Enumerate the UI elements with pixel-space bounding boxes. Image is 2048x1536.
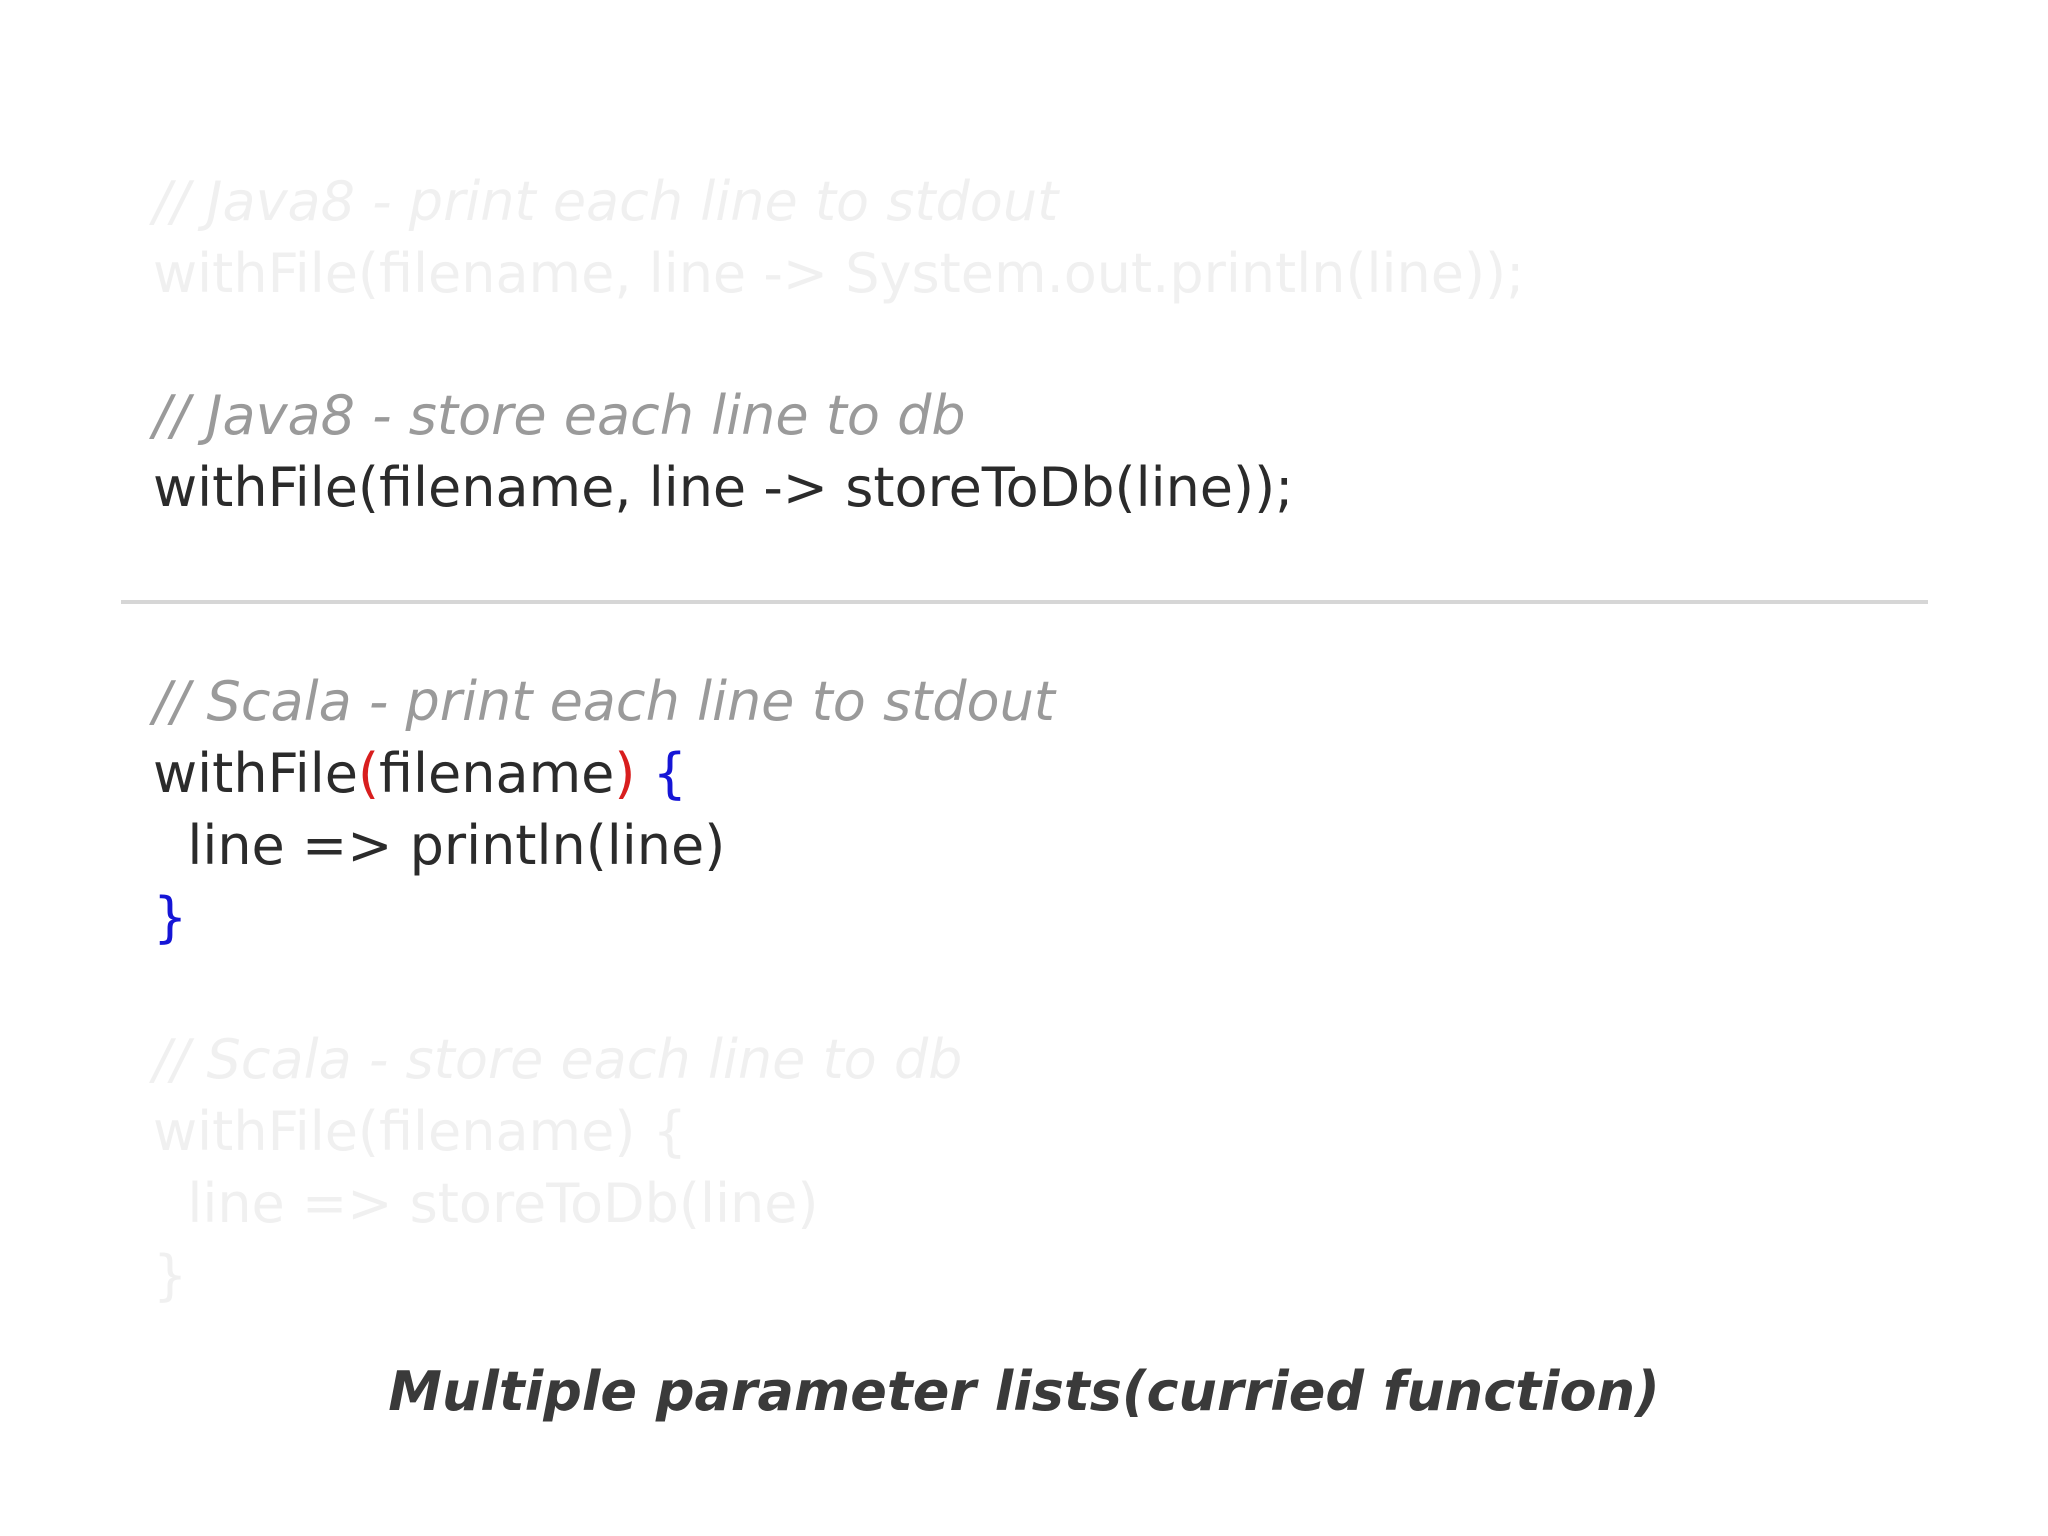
scala-print-line-1: withFile(filename) { bbox=[153, 738, 687, 810]
scala-print-comment: // Scala - print each line to stdout bbox=[153, 670, 1055, 733]
slide-caption: Multiple parameter lists(curried functio… bbox=[388, 1360, 1660, 1423]
scala-store-line-2: line => storeToDb(line) bbox=[153, 1172, 819, 1235]
argument: filename bbox=[379, 742, 615, 805]
scala-store-line-3: } bbox=[153, 1244, 188, 1307]
java-store-comment: // Java8 - store each line to db bbox=[153, 384, 966, 447]
java-print-code: withFile(filename, line -> System.out.pr… bbox=[153, 242, 1525, 305]
scala-store-comment: // Scala - store each line to db bbox=[153, 1028, 963, 1091]
scala-store-line-1: withFile(filename) { bbox=[153, 1100, 687, 1163]
space bbox=[635, 742, 652, 805]
function-name: withFile bbox=[153, 742, 358, 805]
scala-print-line-2: line => println(line) bbox=[153, 814, 726, 877]
close-paren: ) bbox=[614, 742, 636, 805]
open-paren: ( bbox=[357, 742, 380, 805]
scala-print-close-brace: } bbox=[153, 886, 188, 949]
section-divider bbox=[121, 600, 1928, 604]
java-store-code: withFile(filename, line -> storeToDb(lin… bbox=[153, 456, 1294, 519]
open-brace: { bbox=[652, 742, 688, 805]
java-print-comment: // Java8 - print each line to stdout bbox=[153, 170, 1059, 233]
